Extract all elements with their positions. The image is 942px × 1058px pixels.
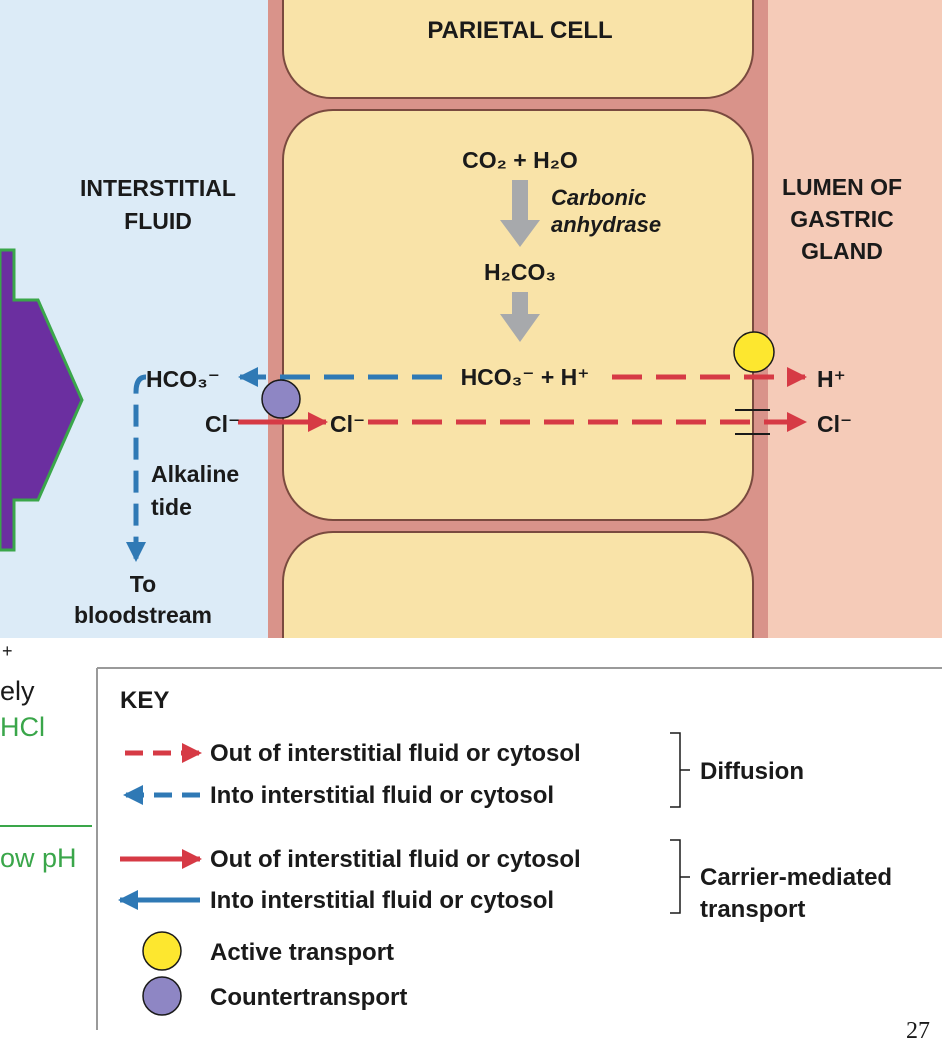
key-carrier-group-label-2: transport	[700, 896, 805, 923]
parietal-cell-label: PARIETAL CELL	[427, 17, 612, 44]
countertransport-exchanger	[261, 379, 301, 419]
alkaline-tide-arrow	[126, 374, 147, 562]
enzyme-arrow-1	[500, 180, 540, 247]
key-diffusion-group-label: Diffusion	[700, 758, 804, 785]
alkaline-tide-label-2: tide	[151, 494, 192, 520]
key-carrier-group-label-1: Carrier-mediated	[700, 864, 892, 891]
chloride-interstitial-label: Cl⁻	[205, 411, 240, 437]
interstitial-fluid-label-2: FLUID	[124, 208, 192, 234]
reaction-step-1: CO₂ + H₂O	[462, 147, 578, 173]
lumen-label-2: GASTRIC	[790, 206, 894, 232]
key-diffusion-bracket	[670, 732, 690, 808]
interstitial-fluid-label-1: INTERSTITIAL	[80, 175, 236, 201]
slide-fragment-ely: ely	[0, 676, 35, 706]
enzyme-label-1: Carbonic	[551, 185, 646, 210]
enzyme-label-2: anhydrase	[551, 212, 661, 237]
chloride-cell-label: Cl⁻	[330, 411, 365, 437]
bicarbonate-interstitial-label: HCO₃⁻	[146, 366, 220, 392]
parietal-cell-top	[282, 0, 754, 99]
key-diffusion-out-label: Out of interstitial fluid or cytosol	[210, 740, 581, 767]
reaction-step-2: H₂CO₃	[484, 259, 556, 285]
key-active-transport-symbol	[142, 931, 182, 971]
key-active-transport-label: Active transport	[210, 939, 394, 966]
chloride-lumen-label: Cl⁻	[817, 411, 852, 437]
lumen-region	[755, 0, 942, 638]
key-carrier-in-label: Into interstitial fluid or cytosol	[210, 887, 554, 914]
lumen-label-1: LUMEN OF	[782, 174, 902, 200]
lumen-label-3: GLAND	[801, 238, 883, 264]
interstitial-fluid-region	[0, 0, 290, 638]
slide-fragment-plus: +	[2, 641, 13, 661]
page-number: 27	[906, 1018, 930, 1044]
alkaline-tide-label-1: Alkaline	[151, 461, 239, 487]
slide-purple-arrow	[0, 248, 84, 552]
reaction-step-3: HCO₃⁻ + H⁺	[461, 364, 590, 390]
key-carrier-bracket	[670, 839, 690, 914]
key-carrier-out-label: Out of interstitial fluid or cytosol	[210, 846, 581, 873]
to-bloodstream-label-2: bloodstream	[74, 602, 212, 628]
key-countertransport-label: Countertransport	[210, 984, 407, 1011]
key-title: KEY	[120, 687, 169, 714]
proton-lumen-label: H⁺	[817, 366, 846, 392]
slide-fragment-low-ph: ow pH	[0, 843, 77, 873]
key-countertransport-symbol	[142, 976, 182, 1016]
to-bloodstream-label-1: To	[130, 571, 156, 597]
key-diffusion-in-label: Into interstitial fluid or cytosol	[210, 782, 554, 809]
enzyme-arrow-2	[500, 292, 540, 342]
active-transport-pump	[733, 331, 775, 373]
slide-fragment-hcl: HCl	[0, 712, 45, 742]
